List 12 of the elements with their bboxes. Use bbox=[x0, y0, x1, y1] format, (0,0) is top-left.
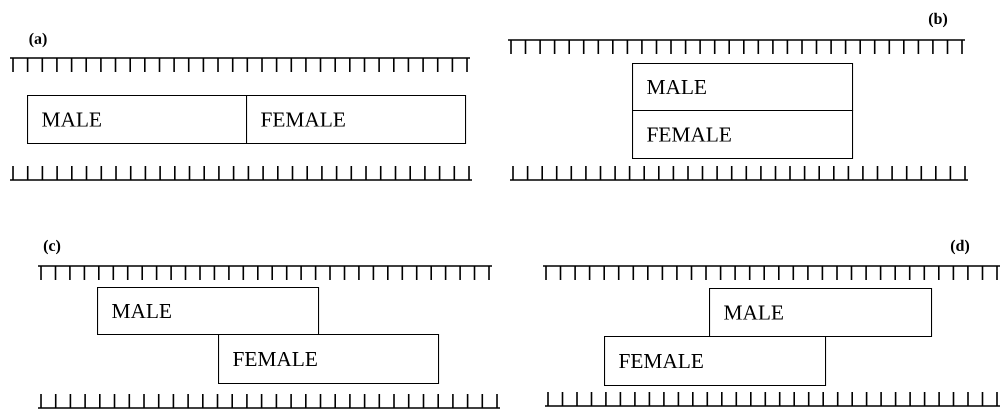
panel-label: (d) bbox=[950, 239, 970, 255]
text-box: FEMALE bbox=[632, 110, 854, 160]
text-box: MALE bbox=[709, 288, 933, 338]
text-box: MALE bbox=[632, 63, 854, 112]
text-box: MALE bbox=[97, 287, 320, 336]
text-box: FEMALE bbox=[604, 336, 827, 387]
panel-label: (b) bbox=[928, 12, 948, 28]
panel-label: (c) bbox=[43, 239, 61, 255]
text-box: FEMALE bbox=[218, 334, 440, 385]
text-box: MALE bbox=[27, 95, 248, 145]
text-box: FEMALE bbox=[246, 95, 467, 145]
panel-label: (a) bbox=[29, 32, 47, 48]
